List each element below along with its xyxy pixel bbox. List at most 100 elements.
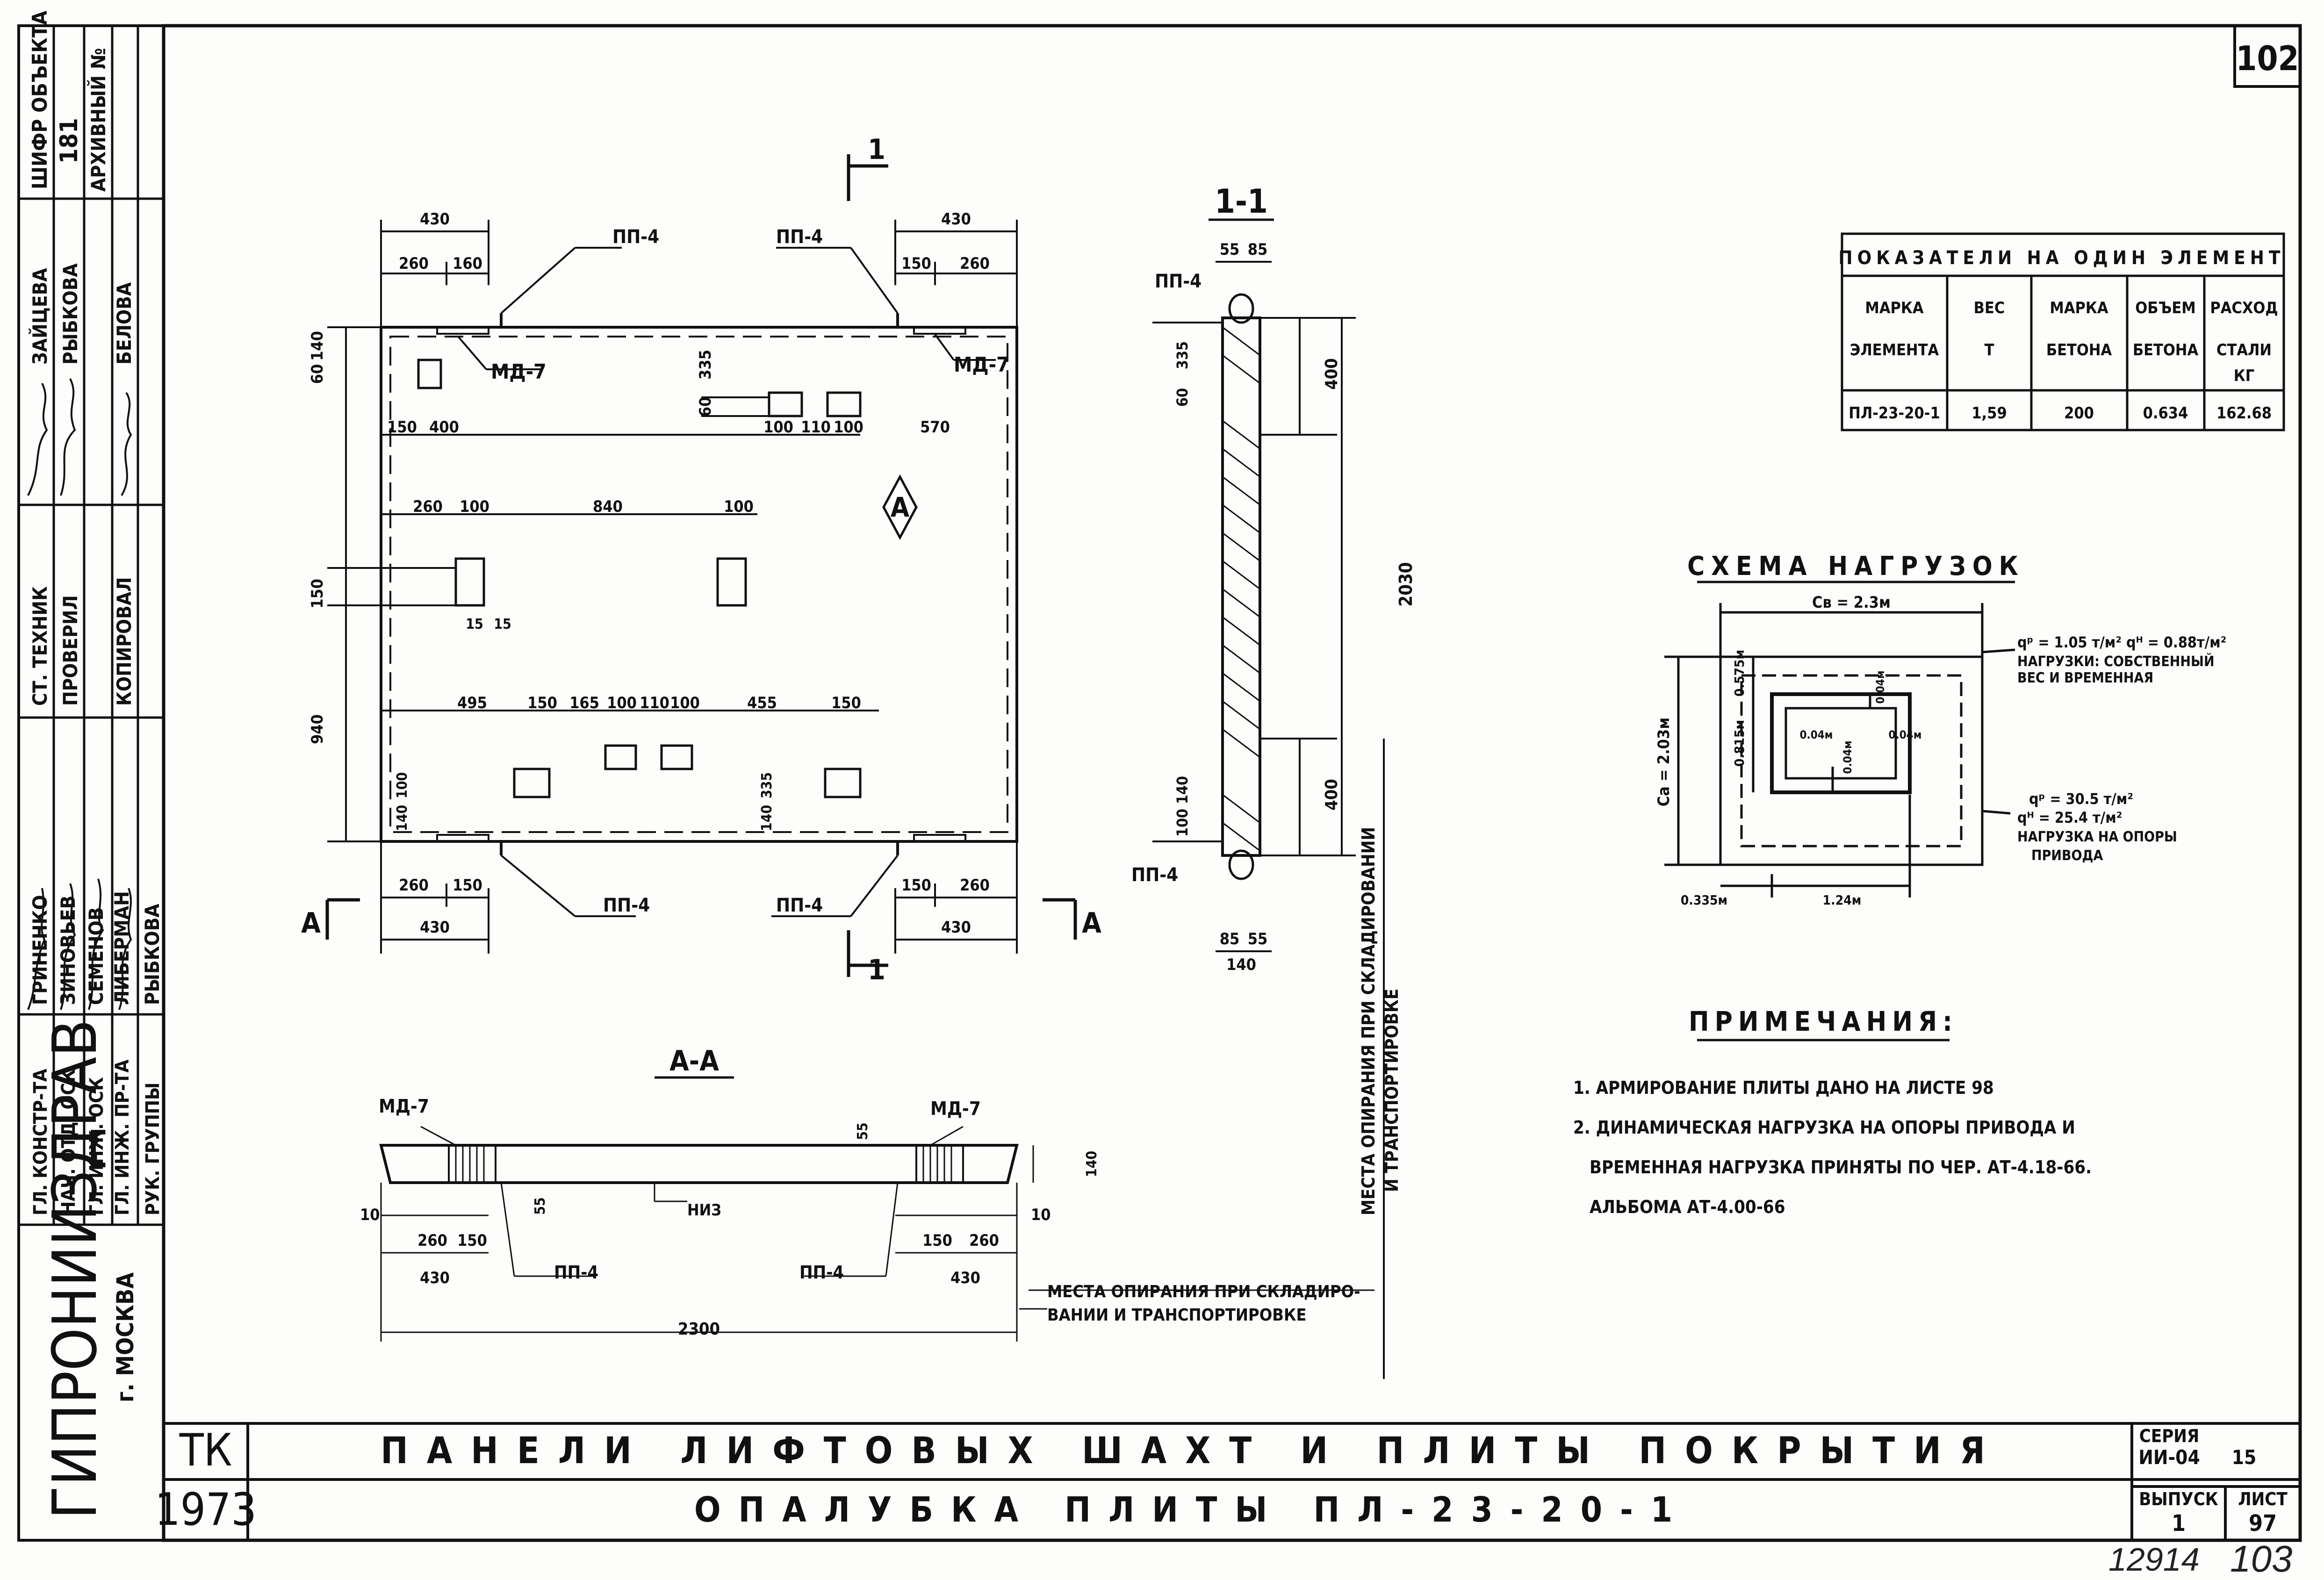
signature-1 xyxy=(27,383,48,496)
svg-text:335: 335 xyxy=(1173,341,1191,369)
label-pp4-bottom-right: ПП-4 xyxy=(776,895,823,916)
svg-text:260: 260 xyxy=(960,254,990,273)
svg-text:15: 15 xyxy=(466,616,483,632)
table-cell-concrete: 200 xyxy=(2064,404,2094,423)
opening-7 xyxy=(604,744,637,770)
load-scheme: СХЕМА НАГРУЗОК Cв = 2.3м Cа = 2.03м 0.57… xyxy=(1655,551,2226,908)
title-tk: ТК xyxy=(179,1425,232,1476)
load-q1-desc-1: НАГРУЗКИ: СОБСТВЕННЫЙ xyxy=(2017,653,2215,670)
issue-label: ВЫПУСК xyxy=(2139,1489,2218,1509)
note-1: 1. АРМИРОВАНИЕ ПЛИТЫ ДАНО НА ЛИСТЕ 98 xyxy=(1573,1077,1994,1098)
sheet-value: 97 xyxy=(2249,1510,2277,1537)
series-label: СЕРИЯ xyxy=(2139,1426,2199,1446)
svg-text:150: 150 xyxy=(308,579,327,609)
svg-text:140: 140 xyxy=(1084,1151,1100,1177)
title-year: 1973 xyxy=(155,1484,256,1536)
table-title: ПОКАЗАТЕЛИ НА ОДИН ЭЛЕМЕНТ xyxy=(1839,247,2285,269)
svg-text:430: 430 xyxy=(950,1269,980,1287)
svg-text:430: 430 xyxy=(941,918,971,937)
svg-text:МАРКА: МАРКА xyxy=(2050,299,2108,317)
support-note-vertical-2: И ТРАНСПОРТИРОВКЕ xyxy=(1381,989,1402,1192)
svg-text:0.04м: 0.04м xyxy=(1874,671,1887,704)
svg-text:БЕТОНА: БЕТОНА xyxy=(2046,341,2112,359)
load-scheme-title: СХЕМА НАГРУЗОК xyxy=(1687,551,2025,582)
title-block xyxy=(164,1422,2300,1540)
support-note-vertical-1: МЕСТА ОПИРАНИЯ ПРИ СКЛАДИРОВАНИИ xyxy=(1358,827,1379,1215)
note-2-line-3: АЛЬБОМА АТ-4.00-66 xyxy=(1590,1197,1785,1217)
strip-role-nach-otd: НАЧ. ОТД. ОСК xyxy=(58,1069,79,1215)
svg-text:ВЕС: ВЕС xyxy=(1974,299,2005,317)
load-inner-rect xyxy=(1770,692,1912,794)
load-q1: qᵖ = 1.05 т/м² qᴴ = 0.88т/м² xyxy=(2017,633,2226,651)
label-pp4-top-right: ПП-4 xyxy=(776,226,823,248)
strip-role-checked: ПРОВЕРИЛ xyxy=(59,595,82,706)
svg-text:55: 55 xyxy=(855,1122,871,1140)
svg-text:ОБЪЕМ: ОБЪЕМ xyxy=(2135,299,2195,317)
section-1-1: 1-1 55 85 85 55 140 400 xyxy=(1131,182,1416,1379)
md7-plate-bottom-right xyxy=(913,834,966,842)
cut-a-left: А xyxy=(301,907,321,940)
section-cut-marks xyxy=(325,154,1077,977)
section-1-1-body xyxy=(1221,316,1261,857)
svg-text:150: 150 xyxy=(922,1231,952,1250)
svg-text:430: 430 xyxy=(420,1269,450,1287)
cut-1-top: 1 xyxy=(868,133,885,166)
notes: ПРИМЕЧАНИЯ: 1. АРМИРОВАНИЕ ПЛИТЫ ДАНО НА… xyxy=(1573,1005,2092,1217)
support-note-aa-2: ВАНИИ И ТРАНСПОРТИРОВКЕ xyxy=(1047,1306,1307,1325)
table-cell-volume: 0.634 xyxy=(2143,404,2188,423)
signature-5 xyxy=(60,883,76,1010)
md7-plate-top-left xyxy=(436,326,489,335)
plan-dimension-values: 430 260 160 430 150 260 260 150 430 150 … xyxy=(308,210,990,937)
load-dim-ca: Cа = 2.03м xyxy=(1655,718,1673,806)
svg-text:60: 60 xyxy=(308,364,327,384)
svg-text:РАСХОД: РАСХОД xyxy=(2210,299,2278,317)
svg-text:150: 150 xyxy=(831,694,861,712)
table-cell-steel: 162.68 xyxy=(2216,404,2272,423)
svg-text:10: 10 xyxy=(360,1206,380,1224)
plan-slab-outline xyxy=(380,326,1018,843)
load-q2h: qᴴ = 25.4 т/м² xyxy=(2017,809,2122,826)
plan-openings xyxy=(417,359,862,798)
svg-text:2300: 2300 xyxy=(678,1320,720,1339)
signatures xyxy=(27,378,132,1010)
svg-text:0.815м: 0.815м xyxy=(1732,720,1747,767)
plan-view: А xyxy=(301,133,1101,986)
sheet-label: ЛИСТ xyxy=(2238,1489,2288,1509)
strip-name-belova: БЕЛОВА xyxy=(113,282,136,365)
archive-stamp-2: 103 xyxy=(2230,1538,2292,1580)
org-city: г. МОСКВА xyxy=(112,1272,139,1402)
org-name: ГИПРОНИИЗДРАВ xyxy=(39,1020,110,1519)
strip-shifr-label: ШИФР ОБЪЕКТА xyxy=(28,11,52,189)
svg-text:100: 100 xyxy=(460,497,489,516)
svg-text:430: 430 xyxy=(420,210,450,229)
svg-text:430: 430 xyxy=(941,210,971,229)
svg-text:ЭЛЕМЕНТА: ЭЛЕМЕНТА xyxy=(1850,341,1939,359)
title-subtitle: ОПАЛУБКА ПЛИТЫ ПЛ-23-20-1 xyxy=(694,1490,1690,1530)
svg-text:1.24м: 1.24м xyxy=(1823,892,1862,908)
signature-4 xyxy=(27,888,46,1010)
left-strip-texts: ШИФР ОБЪЕКТА 181 АРХИВНЫЙ № ЗАЙЦЕВА РЫБК… xyxy=(28,11,164,1519)
opening-3 xyxy=(826,391,862,417)
svg-text:400: 400 xyxy=(1322,779,1341,811)
svg-text:85: 85 xyxy=(1248,240,1268,259)
plan-dim-lines xyxy=(327,220,1018,954)
svg-text:150: 150 xyxy=(527,694,557,712)
svg-text:260: 260 xyxy=(969,1231,999,1250)
notes-title: ПРИМЕЧАНИЯ: xyxy=(1689,1005,1958,1037)
svg-text:150: 150 xyxy=(457,1231,487,1250)
svg-text:100: 100 xyxy=(834,418,863,437)
issue-value: 1 xyxy=(2172,1510,2186,1537)
svg-text:85: 85 xyxy=(1220,930,1240,948)
section-a-a-body xyxy=(379,1144,1019,1184)
load-outer-rect xyxy=(1719,655,1984,866)
svg-text:570: 570 xyxy=(920,418,950,437)
svg-text:260: 260 xyxy=(960,876,990,895)
strip-name-semenov: СЕМЕНОВ xyxy=(85,907,108,1005)
svg-text:100: 100 xyxy=(670,694,700,712)
svg-text:335: 335 xyxy=(759,772,775,798)
svg-text:160: 160 xyxy=(453,254,482,273)
opening-9 xyxy=(824,768,862,798)
strip-role-ruk-gruppy: РУК. ГРУППЫ xyxy=(142,1083,164,1215)
section-hatch xyxy=(1222,326,1260,852)
strip-role-tech: СТ. ТЕХНИК xyxy=(29,586,51,706)
